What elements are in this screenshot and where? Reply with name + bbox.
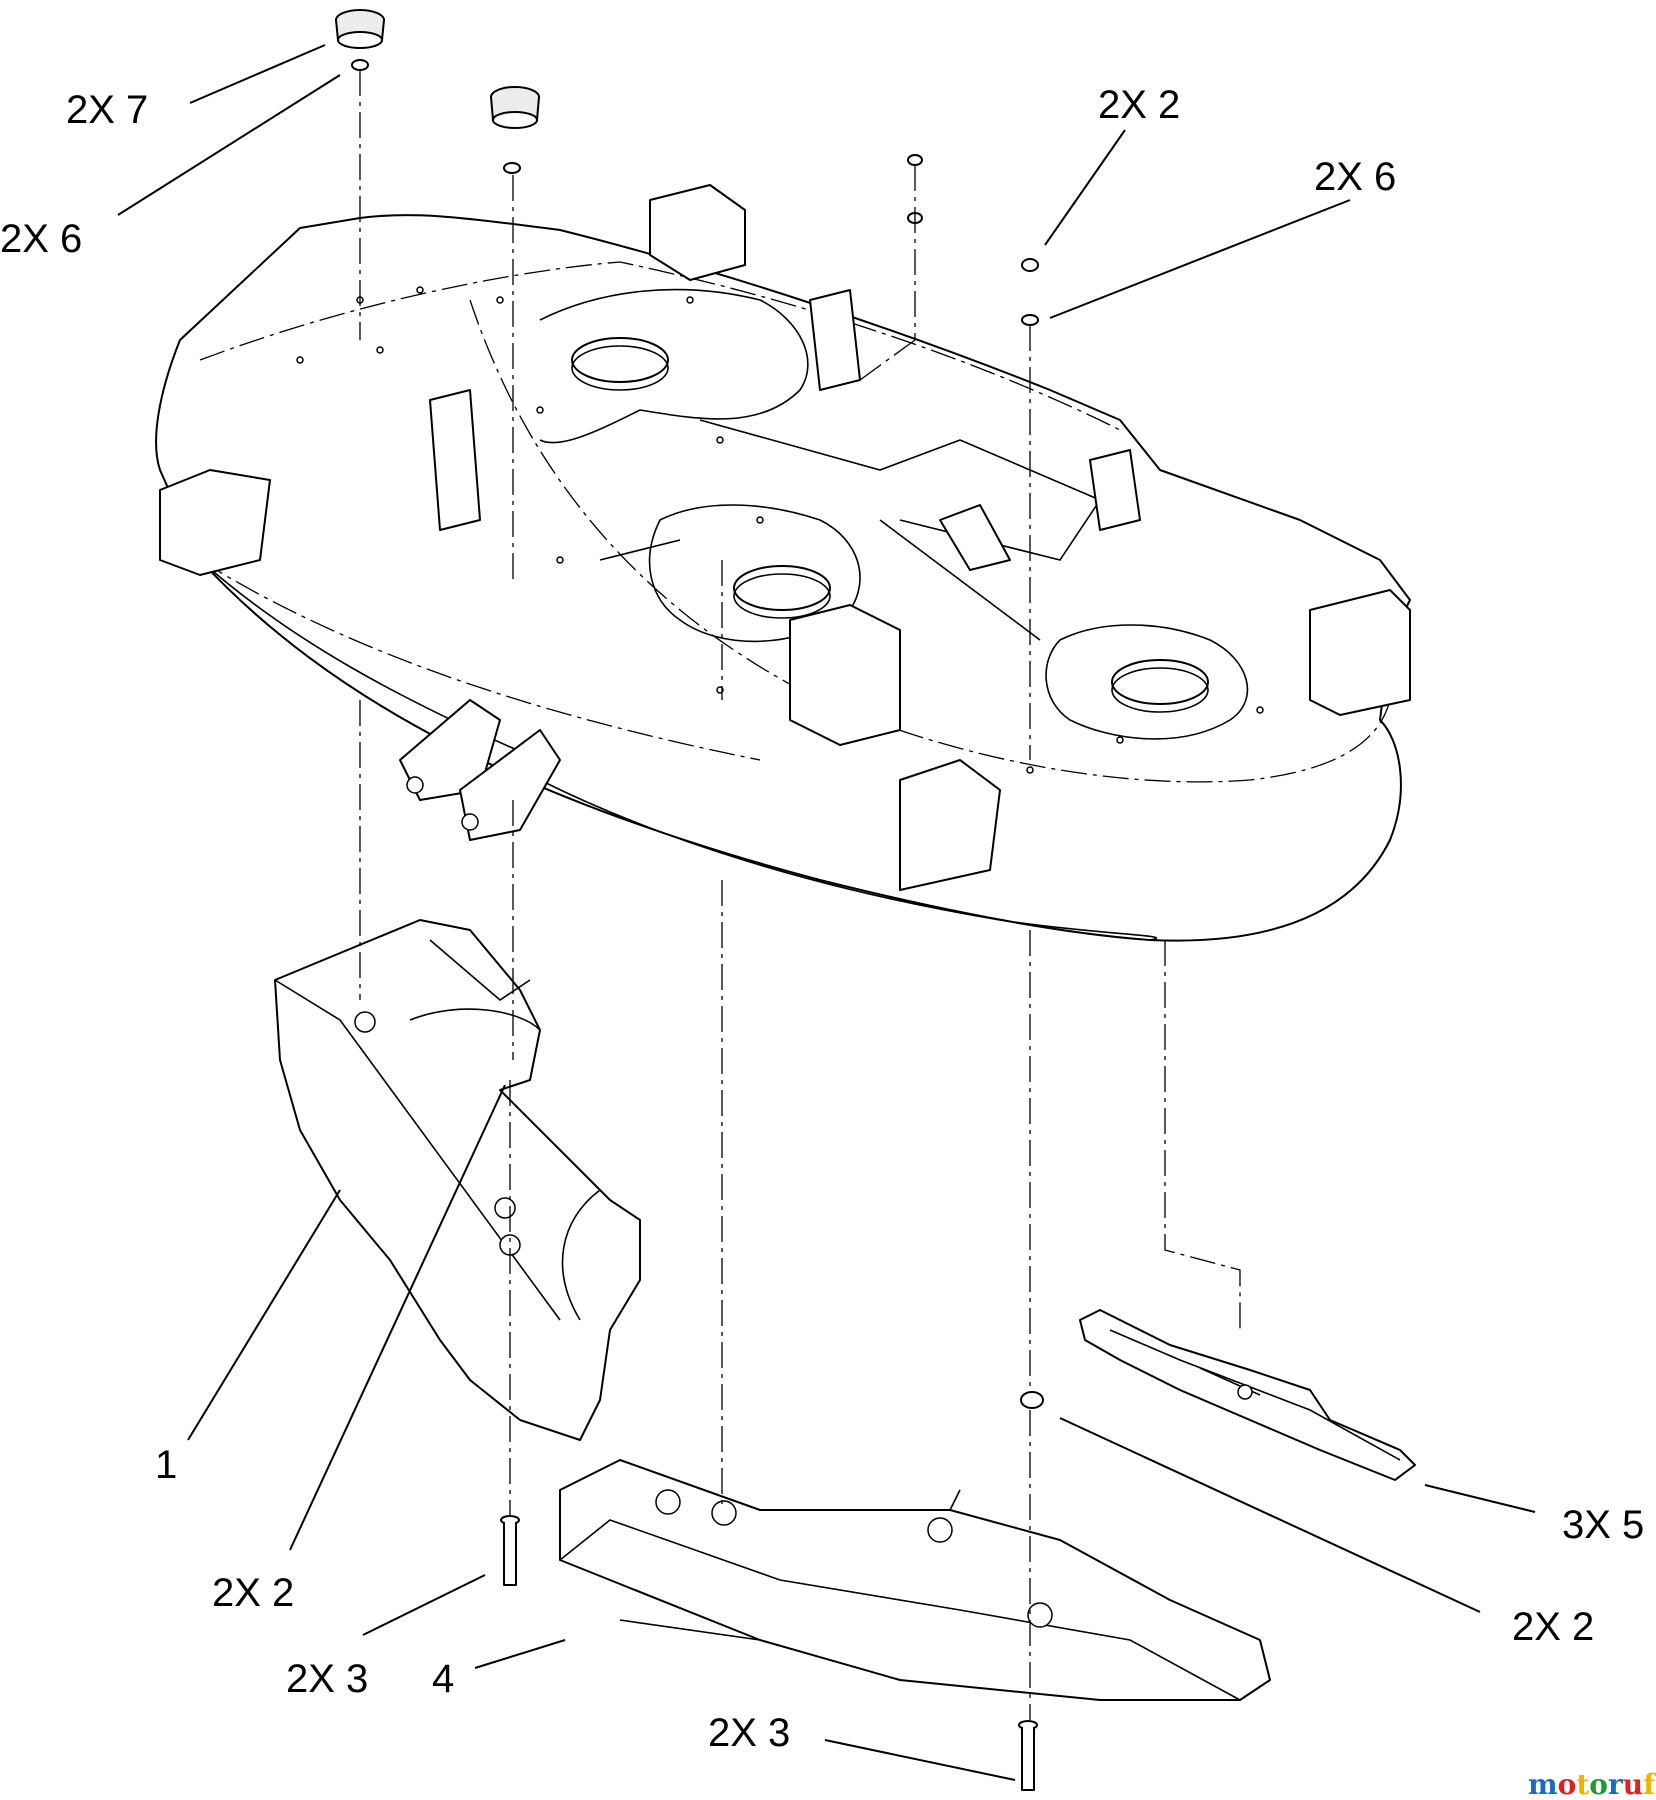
bolt-icon: [500, 1515, 1038, 1791]
baffle-front: [559, 1459, 1271, 1701]
callout-label: 2X 6: [0, 217, 82, 261]
watermark-brand: motoruf.de: [1528, 1768, 1656, 1800]
callout-label: 2X 2: [1512, 1605, 1594, 1649]
callout-label: 2X 2: [212, 1571, 294, 1615]
callout-label: 2X 3: [708, 1711, 790, 1755]
baffle-left: [274, 919, 641, 1441]
watermark-letter: r: [1608, 1768, 1624, 1800]
alignment-lines: [359, 70, 1241, 1720]
callout-label: 2X 7: [66, 88, 148, 132]
watermark-letter: f: [1643, 1768, 1656, 1800]
callout-label: 2X 2: [1098, 83, 1180, 127]
mower-deck: [155, 184, 1411, 942]
callout-label: 2X 6: [1314, 155, 1396, 199]
knob-icon: [335, 9, 385, 49]
callout-label: 4: [432, 1657, 454, 1701]
watermark-letter: m: [1528, 1768, 1558, 1800]
watermark-letter: o: [1589, 1768, 1608, 1800]
callout-label: 1: [155, 1443, 177, 1487]
watermark-letter: o: [1558, 1768, 1577, 1800]
leader-lines: [117, 44, 1536, 1781]
callout-labels: 2X 7 2X 6 2X 2 2X 6 1 2X 2 2X 3 4 2X 3 3…: [0, 83, 1644, 1755]
knob-icon: [490, 86, 540, 129]
motoruf-logo: motoruf.de: [1528, 1768, 1656, 1800]
deck-holes: [296, 286, 1264, 774]
callout-label: 2X 3: [286, 1657, 368, 1701]
blade: [1079, 1309, 1416, 1481]
hardware: [335, 9, 1044, 1791]
callout-label: 3X 5: [1562, 1503, 1644, 1547]
watermark-letter: t: [1576, 1768, 1589, 1800]
watermark-letter: u: [1623, 1768, 1643, 1800]
